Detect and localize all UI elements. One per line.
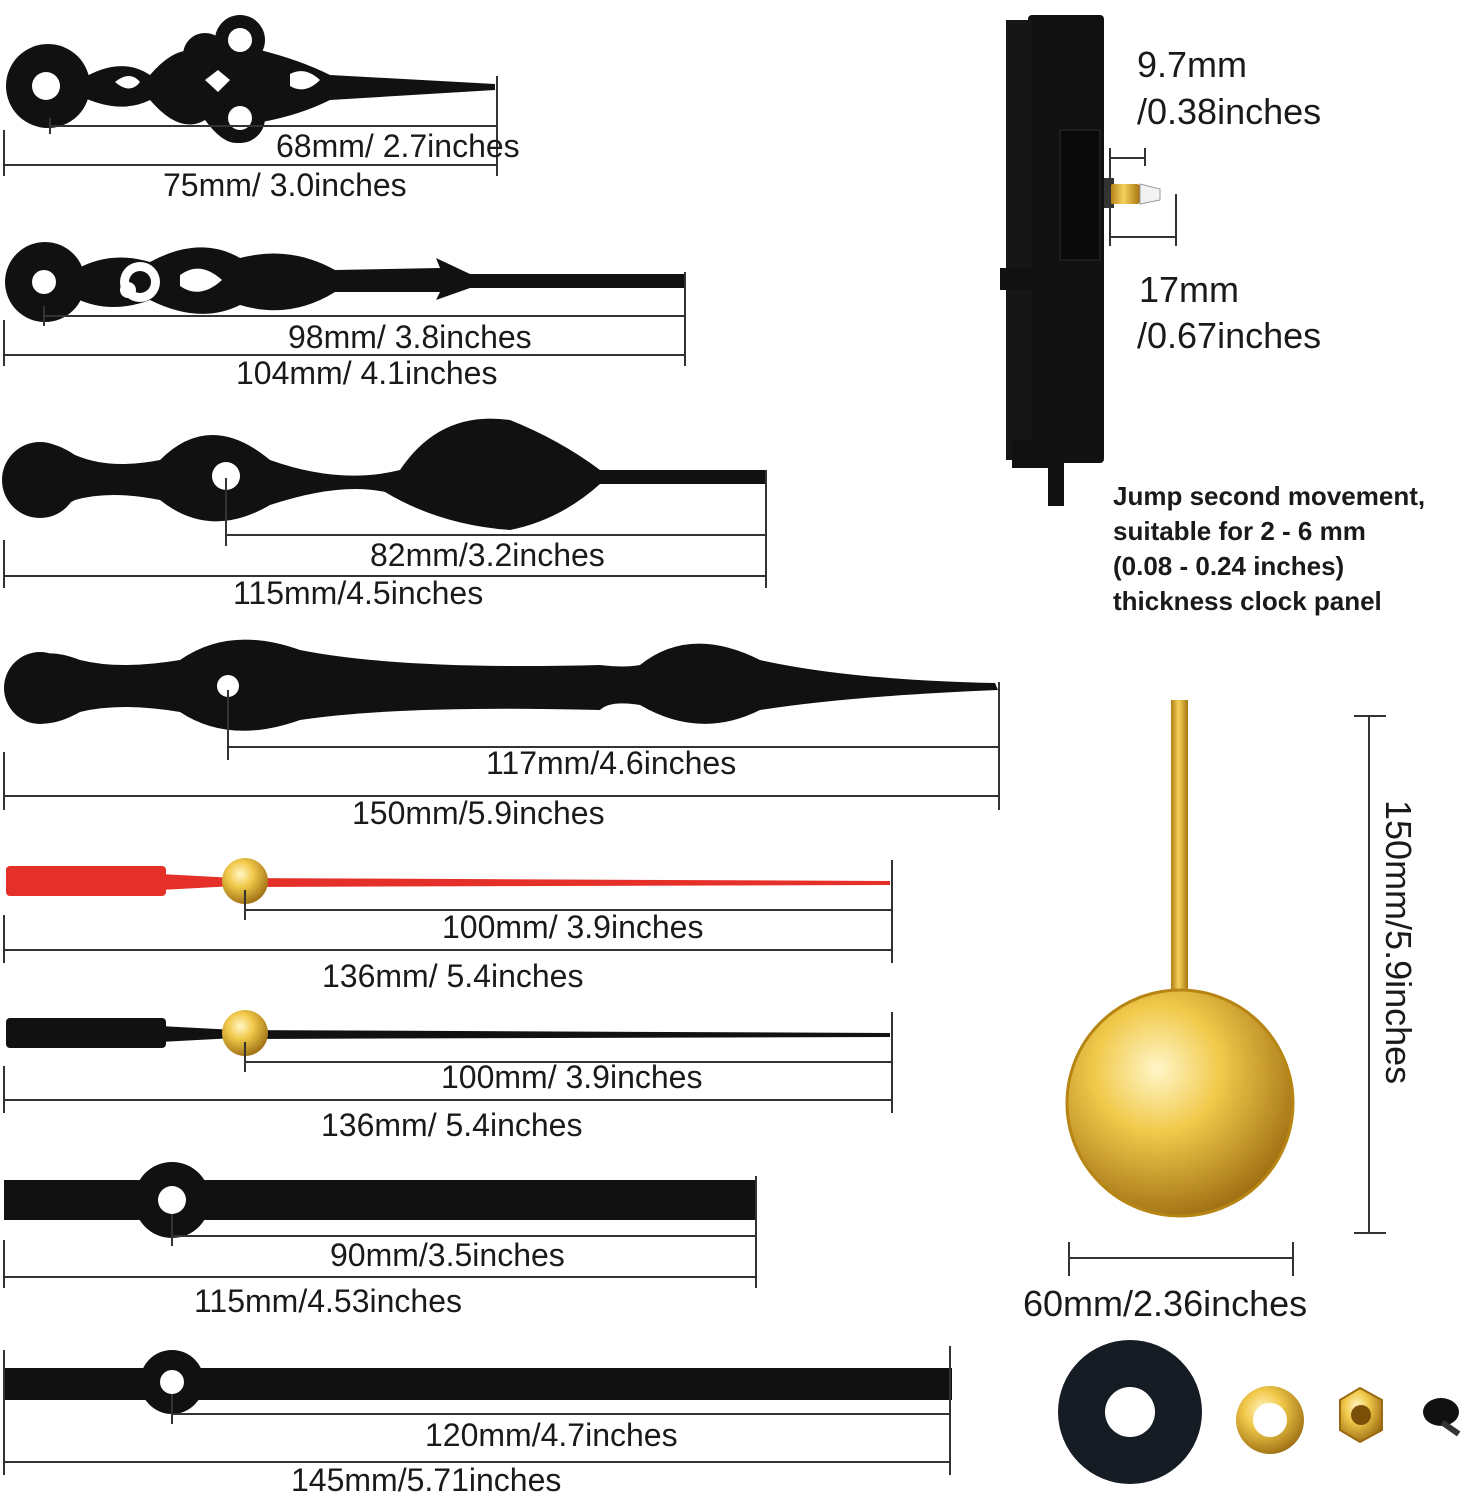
shaft-top-length-inches-label: /0.38inches bbox=[1137, 91, 1322, 132]
hand-1-ornate bbox=[6, 15, 495, 144]
hand-7-bar bbox=[4, 1162, 756, 1238]
hand-2-ornate-arrow bbox=[5, 242, 684, 322]
rubber-washer-icon bbox=[1058, 1340, 1202, 1484]
hand-4-dimension-lines bbox=[3, 682, 1000, 810]
hand-3-dimension-lines bbox=[3, 470, 767, 588]
hand-1-shaft-label: 68mm/ 2.7inches bbox=[276, 128, 520, 164]
hand-8-total-label: 145mm/5.71inches bbox=[291, 1462, 562, 1498]
hand-4-shaft-label: 117mm/4.6inches bbox=[486, 745, 737, 781]
brass-washer-icon bbox=[1236, 1386, 1304, 1454]
hand-8-shaft-label: 120mm/4.7inches bbox=[425, 1417, 678, 1453]
hand-5-dimension-lines bbox=[3, 860, 893, 963]
hand-7-dimension-lines bbox=[3, 1176, 757, 1288]
hand-4-total-label: 150mm/5.9inches bbox=[352, 795, 605, 831]
movement-description-line-2: suitable for 2 - 6 mm bbox=[1113, 516, 1366, 546]
shaft-top-length-label: 9.7mm bbox=[1137, 44, 1248, 85]
hand-2-shaft-label: 98mm/ 3.8inches bbox=[288, 319, 532, 355]
hand-7-total-label: 115mm/4.53inches bbox=[194, 1283, 462, 1319]
pendulum-bob-width-label: 60mm/2.36inches bbox=[1023, 1283, 1308, 1324]
hand-6-total-label: 136mm/ 5.4inches bbox=[321, 1107, 583, 1143]
hand-1-dimension-lines bbox=[3, 76, 498, 176]
hand-3-total-label: 115mm/4.5inches bbox=[233, 575, 484, 611]
shaft-total-length-inches-label: /0.67inches bbox=[1137, 315, 1322, 356]
hand-3-shaft-label: 82mm/3.2inches bbox=[370, 537, 605, 573]
hex-nut-icon bbox=[1339, 1386, 1383, 1444]
hand-5-total-label: 136mm/ 5.4inches bbox=[322, 958, 584, 994]
clock-movement-icon bbox=[1000, 15, 1161, 506]
pendulum-length-label: 150mm/5.9inches bbox=[1378, 800, 1419, 1085]
movement-description-line-4: thickness clock panel bbox=[1113, 586, 1382, 616]
hand-2-total-label: 104mm/ 4.1inches bbox=[236, 355, 498, 391]
hand-6-dimension-lines bbox=[3, 1012, 893, 1113]
hand-8-dimension-lines bbox=[3, 1346, 951, 1475]
movement-dimension-lines bbox=[1109, 148, 1177, 246]
hand-2-dimension-lines bbox=[3, 272, 686, 366]
hand-4-spade-long bbox=[4, 639, 998, 731]
hand-6-shaft-label: 100mm/ 3.9inches bbox=[441, 1059, 703, 1095]
shaft-total-length-label: 17mm bbox=[1139, 269, 1240, 310]
cap-nut-icon bbox=[1423, 1398, 1461, 1437]
hand-7-shaft-label: 90mm/3.5inches bbox=[330, 1237, 565, 1273]
hand-6-black-second bbox=[6, 1010, 890, 1056]
hand-8-bar-long bbox=[4, 1350, 952, 1414]
pendulum-icon bbox=[1065, 700, 1295, 1218]
hand-3-spade bbox=[2, 418, 765, 530]
movement-description-line-1: Jump second movement, bbox=[1113, 481, 1426, 511]
movement-description-line-3: (0.08 - 0.24 inches) bbox=[1113, 551, 1345, 581]
hand-1-total-label: 75mm/ 3.0inches bbox=[163, 167, 407, 203]
hand-5-shaft-label: 100mm/ 3.9inches bbox=[442, 909, 704, 945]
pendulum-dimension-lines bbox=[1068, 715, 1386, 1276]
hand-5-red-second bbox=[6, 858, 890, 904]
